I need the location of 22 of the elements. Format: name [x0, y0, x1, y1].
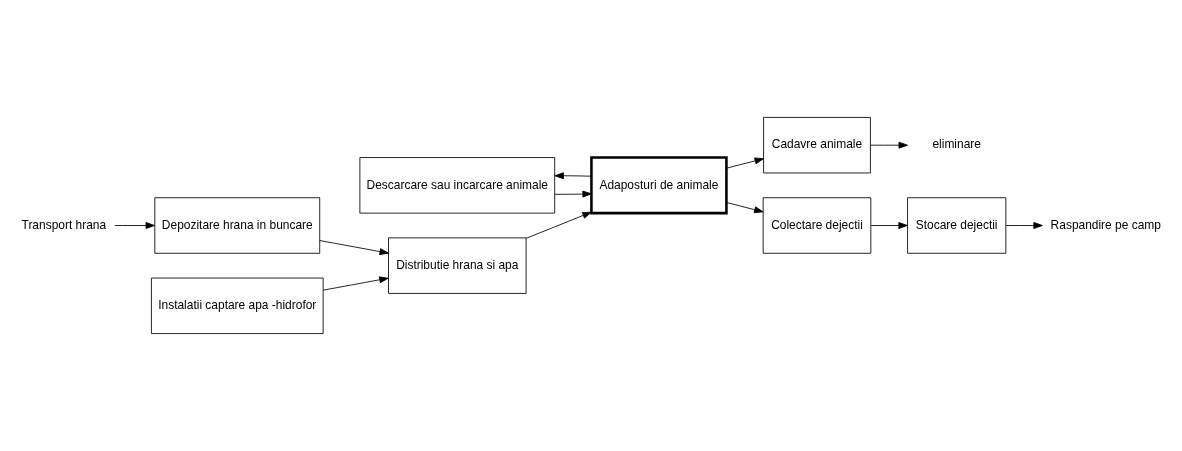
arrow — [554, 172, 592, 180]
arrow — [554, 190, 592, 198]
node-box: Instalatii captare apa -hidrofor — [151, 277, 324, 334]
arrow — [114, 222, 155, 229]
node-box: Cadavre animale — [763, 117, 871, 174]
arrow — [870, 222, 908, 229]
arrow — [319, 240, 389, 255]
arrow — [726, 202, 764, 214]
node-box: Adaposturi de animale — [590, 156, 728, 215]
node-text: Raspandire pe camp — [1050, 217, 1161, 232]
arrow — [525, 211, 592, 239]
node-text: eliminare — [932, 137, 981, 152]
node-box: Stocare dejectii — [907, 197, 1007, 254]
node-box: Depozitare hrana in buncare — [154, 197, 321, 254]
arrow — [870, 141, 908, 149]
node-box: Descarcare sau incarcare animale — [359, 157, 556, 214]
node-text: Transport hrana — [21, 217, 107, 232]
arrow — [726, 157, 764, 169]
node-box: Distributie hrana si apa — [388, 237, 527, 294]
arrow — [1005, 222, 1043, 229]
node-box: Colectare dejectii — [762, 197, 872, 254]
arrow — [322, 276, 389, 291]
